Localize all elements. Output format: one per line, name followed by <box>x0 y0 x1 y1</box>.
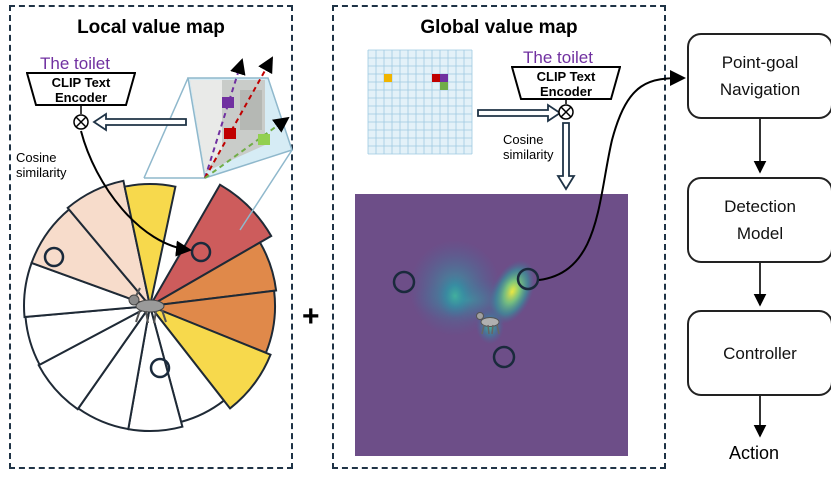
local-value-map-panel: Local value map <box>9 5 293 469</box>
detection-model-box: Detection Model <box>687 177 831 263</box>
controller-box: Controller <box>687 310 831 396</box>
local-value-map-title: Local value map <box>77 17 225 38</box>
global-target-text: The toilet <box>523 48 593 67</box>
local-target-text: The toilet <box>40 54 110 73</box>
plus-sign: + <box>302 300 320 333</box>
local-cosine-label: Cosine similarity <box>16 150 67 180</box>
global-value-map-title: Global value map <box>420 17 578 38</box>
local-encoder-label: CLIP Text Encoder <box>51 75 111 105</box>
local-otimes-icon <box>73 114 89 130</box>
global-clip-text-encoder: CLIP Text Encoder <box>511 66 621 100</box>
global-cosine-label: Cosine similarity <box>503 132 554 162</box>
global-otimes-icon <box>558 104 574 120</box>
local-clip-text-encoder: CLIP Text Encoder <box>26 72 136 106</box>
global-encoder-label: CLIP Text Encoder <box>536 69 596 99</box>
point-goal-navigation-box: Point-goal Navigation <box>687 33 831 119</box>
action-label: Action <box>729 443 780 463</box>
